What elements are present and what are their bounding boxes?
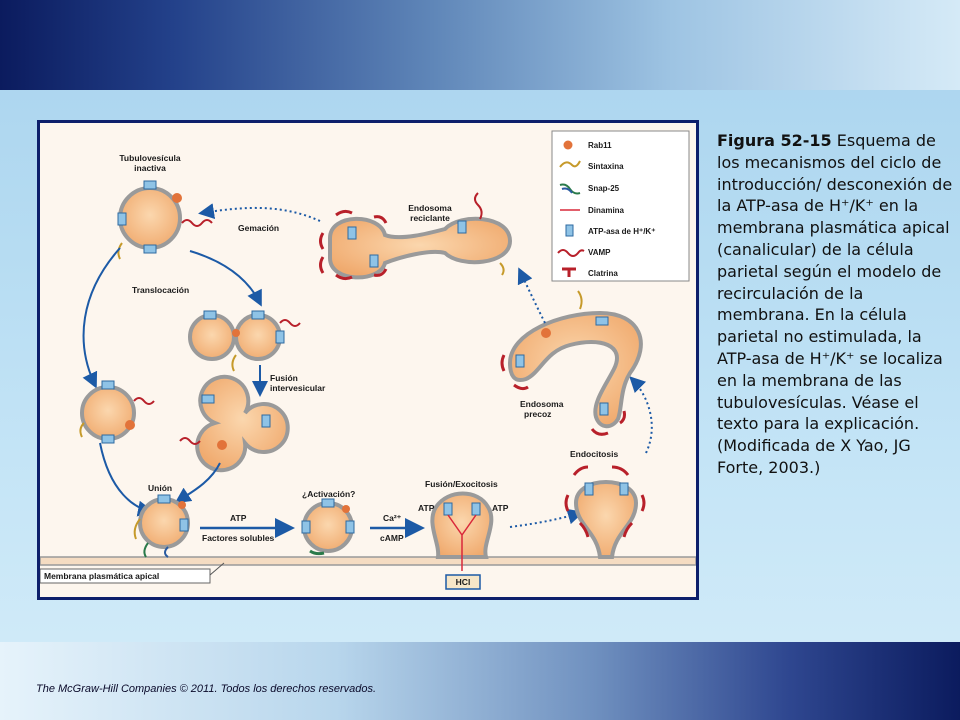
- label-tubulovesicula: Tubulovesícula: [119, 153, 181, 163]
- label-ca: Ca²⁺: [383, 513, 402, 523]
- label-atp-right: ATP: [492, 503, 509, 513]
- label-fusion-inter-2: intervesicular: [270, 383, 326, 393]
- legend-snap25: Snap-25: [588, 184, 620, 193]
- label-endosoma-precoz-1: Endosoma: [520, 399, 564, 409]
- apical-label-box: [40, 568, 211, 584]
- arrow-to-endosoma-rec: [517, 267, 546, 324]
- early-endosome: [500, 290, 643, 436]
- endocytosis-pit: [564, 465, 646, 559]
- caption-text: Esquema de los mecanismos del ciclo de i…: [717, 131, 953, 477]
- label-factores: Factores solubles: [202, 533, 275, 543]
- apical-membrane: [40, 556, 696, 566]
- arrow-left-down: [82, 247, 121, 389]
- arrow-to-endosoma-precoz: [629, 376, 653, 454]
- legend-sintaxina: Sintaxina: [588, 162, 624, 171]
- arrow-to-endocitosis: [509, 508, 584, 528]
- label-atp-left: ATP: [418, 503, 435, 513]
- figure-diagram: Tubulovesícula inactiva Endosoma recicla…: [37, 120, 699, 600]
- legend: Rab11 Sintaxina Snap-25 Dinamina ATP-asa…: [551, 130, 690, 282]
- legend-vamp: VAMP: [588, 248, 611, 257]
- arrow-translocacion: [189, 250, 262, 307]
- legend-rab11: Rab11: [588, 141, 612, 150]
- label-endocitosis: Endocitosis: [570, 449, 618, 459]
- legend-rab11-swatch: [563, 140, 573, 150]
- vesicle-left: [79, 380, 155, 444]
- legend-clatrina: Clatrina: [588, 269, 618, 278]
- label-fusion-inter-1: Fusión: [270, 373, 298, 383]
- bottom-gradient-band: [0, 642, 960, 720]
- arrow-gemacion: [198, 203, 321, 222]
- label-activacion: ¿Activación?: [302, 489, 355, 499]
- arrow-to-union-left: [99, 442, 154, 517]
- recycling-endosome: [319, 192, 513, 281]
- caption-figure-label: Figura 52-15: [717, 131, 832, 150]
- top-gradient-band: [0, 0, 960, 90]
- arrow-to-union-right: [174, 462, 221, 504]
- inactive-tubulovesicle: [117, 180, 213, 260]
- label-endosoma-rec-2: reciclante: [410, 213, 450, 223]
- label-atp-1: ATP: [230, 513, 247, 523]
- vesicles-fusing: [179, 374, 290, 473]
- label-fusion-exo: Fusión/Exocitosis: [425, 479, 498, 489]
- vesicle-union: [133, 494, 190, 558]
- label-inactiva: inactiva: [134, 163, 166, 173]
- exocytosis-vesicle: [430, 491, 494, 571]
- label-endosoma-rec-1: Endosoma: [408, 203, 452, 213]
- copyright-footer: The McGraw-Hill Companies © 2011. Todos …: [36, 683, 377, 695]
- legend-dinamina: Dinamina: [588, 206, 625, 215]
- vesicles-docking: [188, 310, 301, 372]
- label-gemacion: Gemación: [238, 223, 279, 233]
- label-membrana-apical: Membrana plasmática apical: [44, 571, 159, 581]
- label-endosoma-precoz-2: precoz: [524, 409, 551, 419]
- vesicle-activation: [301, 498, 355, 556]
- legend-atpasa: ATP-asa de H⁺/K⁺: [588, 227, 655, 236]
- diagram-svg: Tubulovesícula inactiva Endosoma recicla…: [40, 130, 696, 590]
- label-hcl: HCl: [456, 577, 471, 587]
- label-union: Unión: [148, 483, 172, 493]
- label-camp: cAMP: [380, 533, 404, 543]
- label-translocacion: Translocación: [132, 285, 189, 295]
- figure-caption: Figura 52-15 Esquema de los mecanismos d…: [717, 130, 953, 479]
- hcl-box: [445, 574, 481, 590]
